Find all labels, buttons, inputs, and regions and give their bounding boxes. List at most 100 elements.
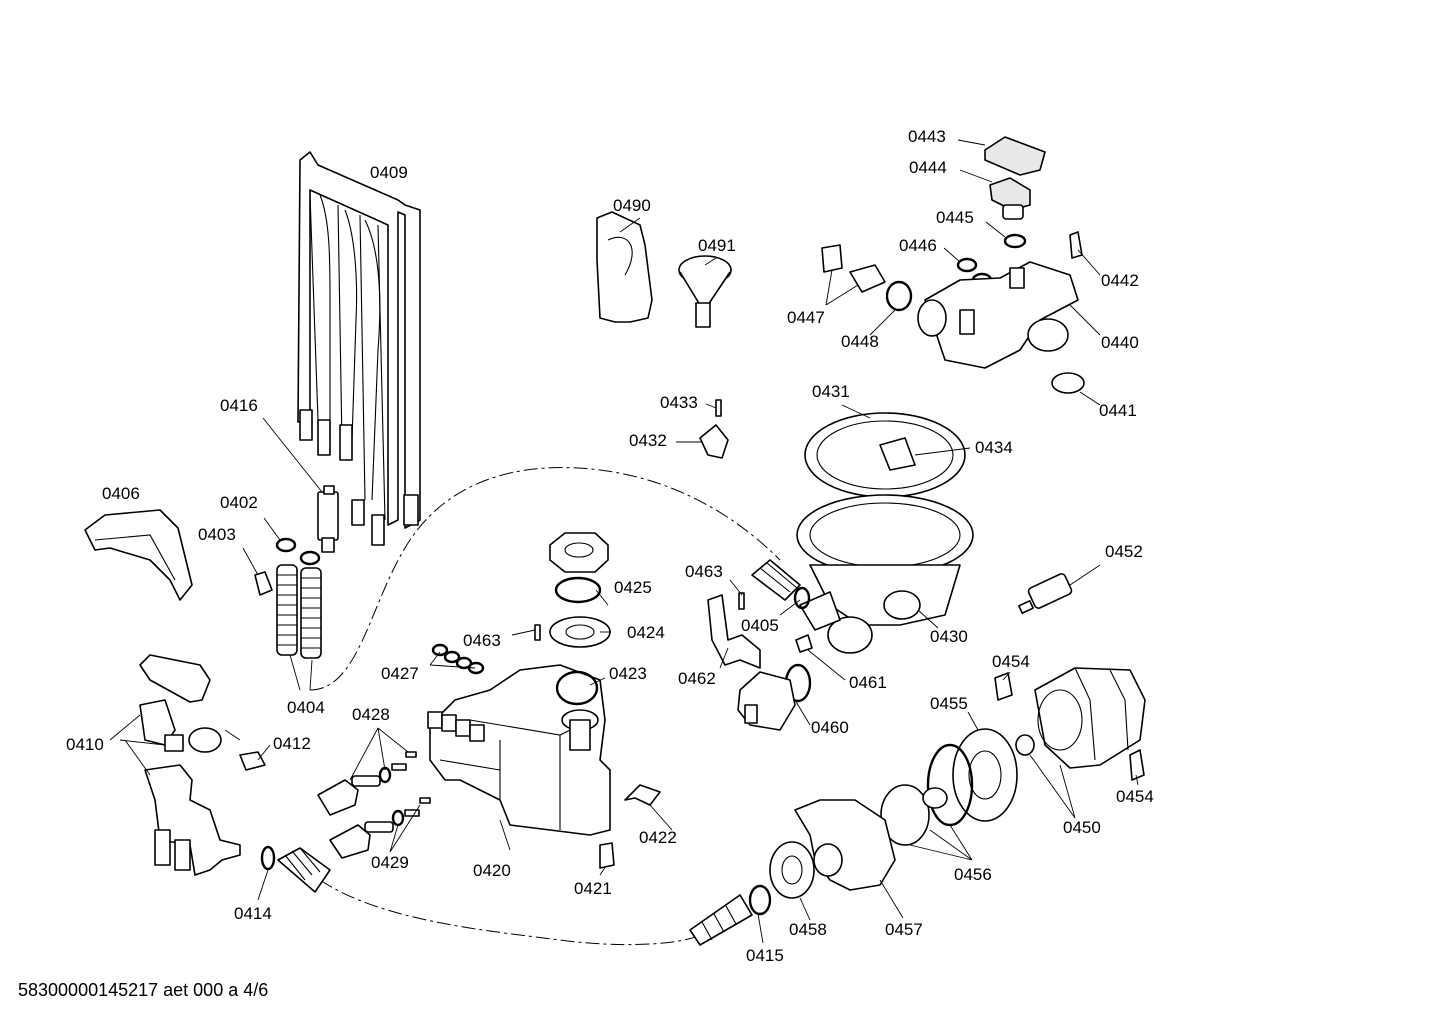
part-0409-tube-frame [297,151,421,546]
label-0415: 0415 [746,946,784,965]
part-0490-jug [596,211,653,323]
part-labels: 0409 0416 0406 0402 0403 0404 0410 0412 … [66,127,1154,965]
label-0454-b: 0454 [1116,787,1154,806]
drawing-reference-code: 58300000145217 aet 000 a 4/6 [18,980,269,1000]
label-0423: 0423 [609,664,647,683]
part-0447-sensor [821,244,886,293]
hose-route-lower [319,879,701,946]
part-0455-cover [952,728,1018,822]
part-0460-heater [737,671,796,731]
label-0445: 0445 [936,208,974,227]
label-0446: 0446 [899,236,937,255]
label-0414: 0414 [234,904,272,923]
part-0424-cap [549,616,611,648]
part-0433-screw [715,399,722,417]
part-0428-valve [317,751,417,816]
label-0429: 0429 [371,853,409,872]
part-0441-clamp [1051,372,1085,394]
label-0455: 0455 [930,694,968,713]
label-0442: 0442 [1101,271,1139,290]
label-0454-a: 0454 [992,652,1030,671]
part-0443-cap [984,136,1046,176]
part-0415-ring [748,884,772,916]
part-0422-bracket [624,784,661,806]
part-0420-sump-housing [427,664,611,836]
label-0412: 0412 [273,734,311,753]
part-0450-motor [1034,667,1146,769]
label-0463-a: 0463 [463,631,501,650]
label-0490: 0490 [613,196,651,215]
label-0457: 0457 [885,920,923,939]
label-0424: 0424 [627,623,665,642]
label-0433: 0433 [660,393,698,412]
leader-lines [109,139,1139,944]
label-0416: 0416 [220,396,258,415]
part-0406-cover [84,509,193,601]
part-0440-valve-block [917,261,1079,369]
label-0441: 0441 [1099,401,1137,420]
label-0491: 0491 [698,236,736,255]
part-0454-clip-b [1129,749,1145,781]
label-0430: 0430 [930,627,968,646]
label-0405: 0405 [741,616,779,635]
label-0458: 0458 [789,920,827,939]
label-0443: 0443 [908,127,946,146]
label-0425: 0425 [614,578,652,597]
part-0463-screw-b [738,592,745,610]
part-0415-hose [689,894,753,946]
label-0421: 0421 [574,879,612,898]
part-0442-clip [1069,231,1083,259]
hose-route-upper [309,467,781,691]
label-0448: 0448 [841,332,879,351]
part-0444-connector [989,177,1031,220]
label-0420: 0420 [473,861,511,880]
part-0450-bearing [1015,734,1035,756]
part-0402-ring [275,537,297,553]
part-0448-ring [885,280,913,312]
label-0427: 0427 [381,664,419,683]
part-0461-clip [795,634,813,653]
label-0450: 0450 [1063,818,1101,837]
label-0434: 0434 [975,438,1013,457]
part-0421-clip [599,842,615,869]
part-0423-ring [555,670,599,706]
label-0432: 0432 [629,431,667,450]
label-0431: 0431 [812,382,850,401]
label-0447: 0447 [787,308,825,327]
part-0425-ring [554,576,602,604]
part-0414-ring [260,845,276,871]
part-0402-ring-2 [299,550,321,566]
part-0432-clip [699,424,729,459]
part-0462-bracket [707,594,761,669]
part-0446-ring [956,257,978,273]
part-0452-sensor [1018,573,1073,614]
part-0434-clip [879,437,916,471]
label-0460: 0460 [811,718,849,737]
part-0414-hose [277,847,331,893]
part-0454-clip-a [994,672,1013,701]
part-0410-assembly [139,654,241,876]
part-0458-seal [769,841,815,899]
part-0463-hose [751,559,801,601]
part-0412-clip [239,751,266,771]
part-0456-impeller [880,784,948,846]
part-0425-nut [549,532,609,573]
label-0456: 0456 [954,865,992,884]
part-0412-cap [188,727,222,753]
part-0430-pump-housing [796,494,974,654]
part-0416-valve [317,485,339,553]
label-0404: 0404 [287,698,325,717]
label-0461: 0461 [849,673,887,692]
label-0406: 0406 [102,484,140,503]
label-0402: 0402 [220,493,258,512]
label-0463-b: 0463 [685,562,723,581]
label-0403: 0403 [198,525,236,544]
part-0491-funnel [678,255,732,328]
label-0422: 0422 [639,828,677,847]
label-0409: 0409 [370,163,408,182]
part-0463-screw-a [534,624,541,641]
part-0445-ring [1003,233,1027,249]
label-0444: 0444 [909,158,947,177]
label-0452: 0452 [1105,542,1143,561]
